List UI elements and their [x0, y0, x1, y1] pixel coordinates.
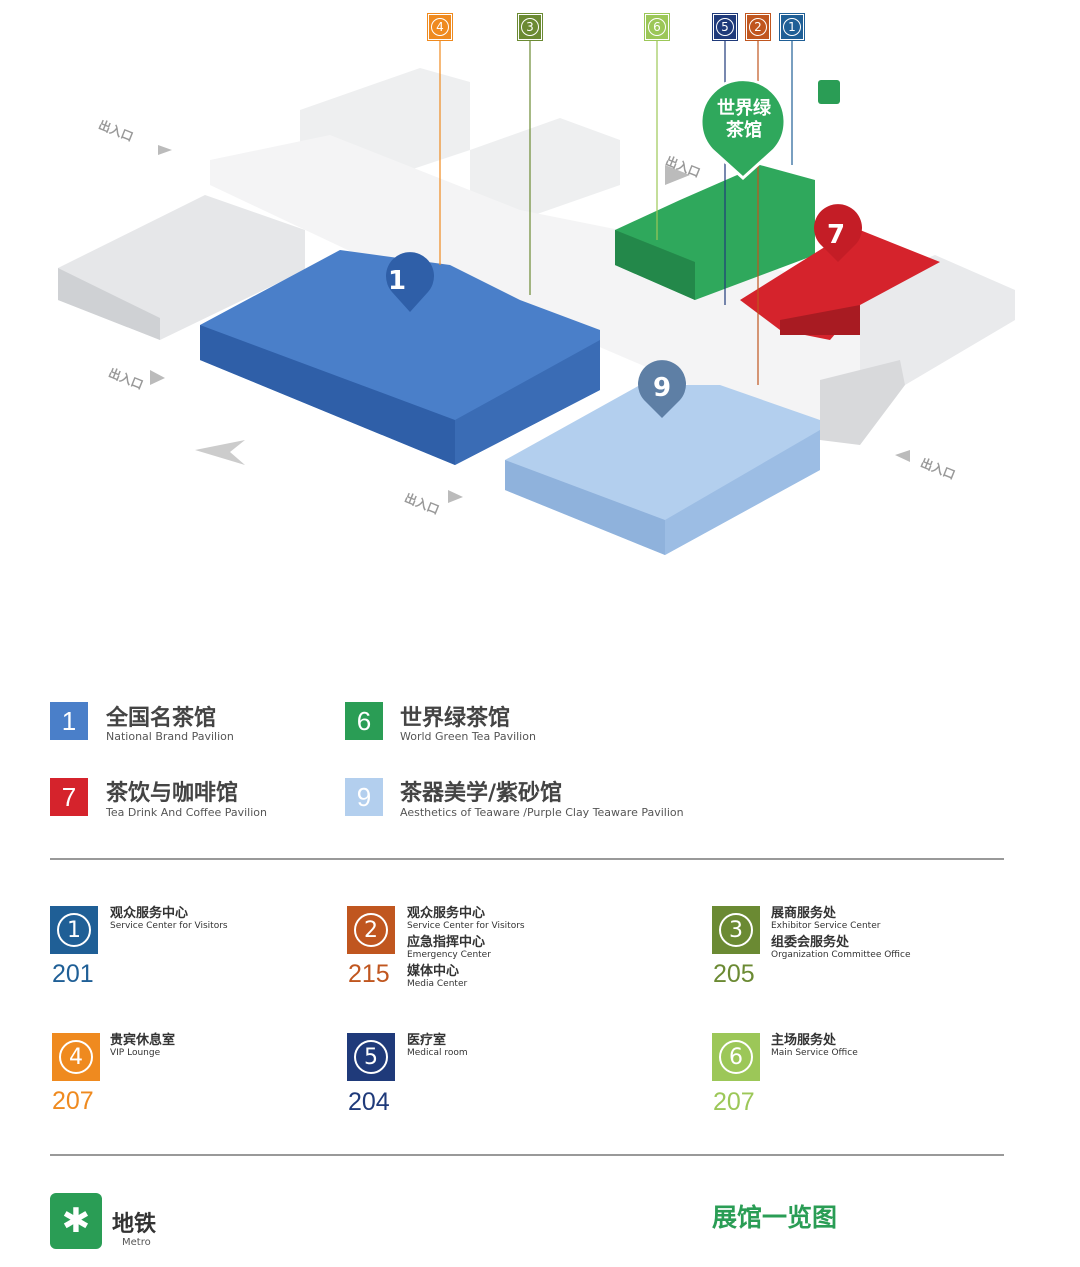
facility-2-icon: 2: [347, 906, 395, 954]
facility-label-en: Organization Committee Office: [771, 950, 911, 960]
pin-7-icon[interactable]: [814, 204, 862, 262]
pin-9-label: 9: [653, 373, 672, 403]
pavilion-9-en: Aesthetics of Teaware /Purple Clay Teawa…: [400, 806, 684, 819]
facility-label: 观众服务中心: [110, 906, 189, 921]
pavilion-7-en: Tea Drink And Coffee Pavilion: [106, 806, 267, 819]
grey-halls: [58, 68, 1015, 445]
facility-number: 3: [719, 913, 753, 947]
pavilion-1-name: 全国名茶馆: [106, 706, 217, 731]
badge-number: 4: [431, 18, 449, 36]
map-badge-4[interactable]: 4: [427, 13, 453, 41]
facility-6-room: 207: [713, 1088, 755, 1116]
facility-number: 2: [354, 913, 388, 947]
facility-label-en: Medical room: [407, 1048, 468, 1058]
divider: [50, 858, 1004, 860]
facility-label-en: Exhibitor Service Center: [771, 921, 881, 931]
metro-label-en: Metro: [122, 1237, 151, 1248]
facility-1-icon: 1: [50, 906, 98, 954]
metro-icon: ✱: [50, 1193, 102, 1249]
facility-number: 1: [57, 913, 91, 947]
facility-number: 5: [354, 1040, 388, 1074]
map-badge-5[interactable]: 5: [712, 13, 738, 41]
callout-6-icon[interactable]: [699, 78, 787, 181]
facility-label: 医疗室: [407, 1033, 447, 1048]
pavilion-6-en: World Green Tea Pavilion: [400, 730, 536, 743]
pavilion-7-swatch: 7: [50, 778, 88, 816]
facility-label: 应急指挥中心: [407, 935, 486, 950]
map-title: 展馆一览图: [712, 1203, 838, 1232]
facility-4-icon: 4: [52, 1033, 100, 1081]
badge-number: 5: [716, 18, 734, 36]
map-badge-6[interactable]: 6: [644, 13, 670, 41]
facility-label-en: Main Service Office: [771, 1048, 858, 1058]
facility-label: 贵宾休息室: [110, 1033, 176, 1048]
metro-label: 地铁: [112, 1212, 157, 1237]
facility-label-en: Media Center: [407, 979, 468, 989]
facility-label-en: Service Center for Visitors: [407, 921, 525, 931]
pin-7-label: 7: [827, 220, 846, 250]
facility-3-icon: 3: [712, 906, 760, 954]
pin-1-label: 1: [388, 266, 407, 296]
exhibition-map: [58, 40, 1015, 555]
facility-number: 4: [59, 1040, 93, 1074]
facility-5-room: 204: [348, 1088, 390, 1116]
pin-9-icon[interactable]: [637, 360, 686, 418]
map-badge-1[interactable]: 1: [779, 13, 805, 41]
facility-label: 展商服务处: [771, 906, 837, 921]
facility-label: 观众服务中心: [407, 906, 486, 921]
callout-label: 世界绿茶馆: [717, 98, 771, 141]
badge-number: 1: [783, 18, 801, 36]
pavilion-7-name: 茶饮与咖啡馆: [106, 781, 239, 806]
pavilion-6-swatch: 6: [345, 702, 383, 740]
facility-1-room: 201: [52, 960, 94, 988]
badge-number: 2: [749, 18, 767, 36]
facility-4-room: 207: [52, 1087, 94, 1115]
facility-label-en: Emergency Center: [407, 950, 491, 960]
facility-3-room: 205: [713, 960, 755, 988]
pavilion-9-swatch: 9: [345, 778, 383, 816]
facility-2-room: 215: [348, 960, 390, 988]
facility-label-en: VIP Lounge: [110, 1048, 161, 1058]
facility-label-en: Service Center for Visitors: [110, 921, 228, 931]
facility-label: 媒体中心: [407, 964, 460, 979]
pavilion-1-swatch: 1: [50, 702, 88, 740]
metro-map-icon: [818, 80, 840, 104]
badge-number: 6: [648, 18, 666, 36]
pin-1-icon[interactable]: [385, 252, 434, 312]
divider: [50, 1154, 1004, 1156]
facility-number: 6: [719, 1040, 753, 1074]
pavilion-6-name: 世界绿茶馆: [400, 706, 511, 731]
badge-number: 3: [521, 18, 539, 36]
facility-label: 主场服务处: [771, 1033, 837, 1048]
map-badge-2[interactable]: 2: [745, 13, 771, 41]
facility-6-icon: 6: [712, 1033, 760, 1081]
facility-label: 组委会服务处: [771, 935, 850, 950]
pavilion-9-name: 茶器美学/紫砂馆: [400, 781, 563, 806]
compass-plane-icon: [195, 440, 245, 465]
pavilion-1-en: National Brand Pavilion: [106, 730, 234, 743]
pavilion-7-block[interactable]: [740, 228, 940, 340]
facility-5-icon: 5: [347, 1033, 395, 1081]
map-badge-3[interactable]: 3: [517, 13, 543, 41]
